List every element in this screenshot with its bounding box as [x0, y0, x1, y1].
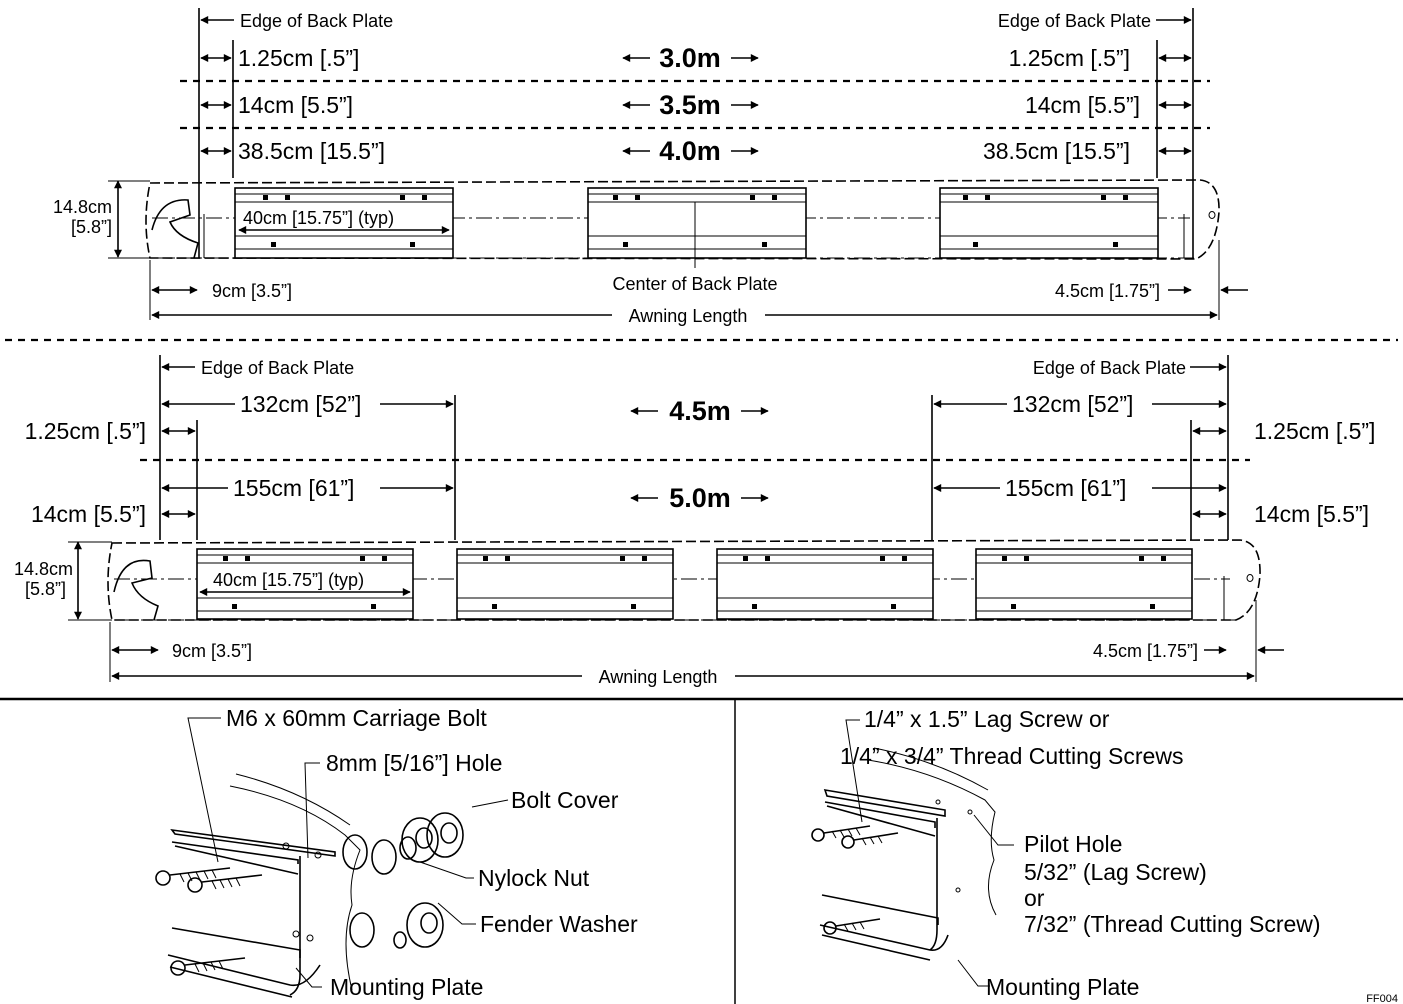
detail-left-bolt-mounting: M6 x 60mm Carriage Bolt 8mm [5/16”] Hole…: [155, 705, 638, 1000]
label-pilot-line3: or: [1024, 885, 1045, 911]
size-35m: 3.5m: [659, 90, 721, 120]
detail-right-screw-mounting: 1/4” x 1.5” Lag Screw or 1/4” x 3/4” Thr…: [811, 706, 1398, 1004]
typ-spacing-bottom: 40cm [15.75”] (typ): [213, 570, 364, 590]
label-mounting-plate-right: Mounting Plate: [986, 974, 1139, 1000]
edge-of-back-plate-label-bottom-left: Edge of Back Plate: [201, 358, 354, 378]
back-plate-bottom-3: [716, 548, 934, 620]
row-5m-left-inner: 155cm [61”]: [233, 475, 354, 501]
awning-length-bottom: Awning Length: [599, 667, 718, 687]
back-plate-top-center: [587, 187, 807, 268]
row-35m-right-offset: 14cm [5.5”]: [1025, 92, 1140, 118]
row-4m-left-offset: 38.5cm [15.5”]: [238, 138, 385, 164]
left-offset-bottom: 9cm [3.5”]: [172, 641, 252, 661]
right-offset-bottom: 4.5cm [1.75”]: [1093, 641, 1198, 661]
size-45m: 4.5m: [669, 396, 731, 426]
back-plate-bottom-4: [975, 548, 1193, 620]
row-45m-left-outer: 1.25cm [.5”]: [25, 418, 146, 444]
back-plate-top-left: [234, 187, 454, 259]
top-section: Edge of Back Plate Edge of Back Plate 1.…: [53, 8, 1248, 326]
height-top-in: [5.8”]: [71, 217, 112, 237]
label-nylock-nut: Nylock Nut: [478, 865, 590, 891]
row-35m-left-offset: 14cm [5.5”]: [238, 92, 353, 118]
height-bottom-in: [5.8”]: [25, 579, 66, 599]
height-top-cm: 14.8cm: [53, 197, 112, 217]
label-carriage-bolt: M6 x 60mm Carriage Bolt: [226, 705, 487, 731]
edge-of-back-plate-label-right: Edge of Back Plate: [998, 11, 1151, 31]
size-3m: 3.0m: [659, 43, 721, 73]
label-pilot-line2: 5/32” (Lag Screw): [1024, 859, 1207, 885]
size-5m: 5.0m: [669, 483, 731, 513]
row-45m-right-inner: 132cm [52”]: [1012, 391, 1133, 417]
row-5m-right-inner: 155cm [61”]: [1005, 475, 1126, 501]
label-fender-washer: Fender Washer: [480, 911, 638, 937]
size-4m: 4.0m: [659, 136, 721, 166]
row-5m-left-outer: 14cm [5.5”]: [31, 501, 146, 527]
right-offset-top: 4.5cm [1.75”]: [1055, 281, 1160, 301]
awning-length-top: Awning Length: [629, 306, 748, 326]
typ-spacing-top: 40cm [15.75”] (typ): [243, 208, 394, 228]
figure-code: FF004: [1366, 993, 1398, 1004]
edge-of-back-plate-label-left: Edge of Back Plate: [240, 11, 393, 31]
edge-of-back-plate-label-bottom-right: Edge of Back Plate: [1033, 358, 1186, 378]
back-plate-bottom-2: [456, 548, 674, 620]
label-pilot-line4: 7/32” (Thread Cutting Screw): [1024, 911, 1321, 937]
left-offset-top: 9cm [3.5”]: [212, 281, 292, 301]
label-pilot-line1: Pilot Hole: [1024, 831, 1122, 857]
back-plate-top-right: [939, 187, 1159, 259]
label-bolt-cover: Bolt Cover: [511, 787, 619, 813]
back-plate-bottom-1: [196, 548, 414, 620]
row-5m-right-outer: 14cm [5.5”]: [1254, 501, 1369, 527]
label-hole-size: 8mm [5/16”] Hole: [326, 750, 502, 776]
height-bottom-cm: 14.8cm: [14, 559, 73, 579]
row-45m-right-outer: 1.25cm [.5”]: [1254, 418, 1375, 444]
row-3m-right-offset: 1.25cm [.5”]: [1009, 45, 1130, 71]
label-mounting-plate-left: Mounting Plate: [330, 974, 483, 1000]
row-3m-left-offset: 1.25cm [.5”]: [238, 45, 359, 71]
label-screw-line2: 1/4” x 3/4” Thread Cutting Screws: [840, 743, 1183, 769]
row-4m-right-offset: 38.5cm [15.5”]: [983, 138, 1130, 164]
bottom-section: Edge of Back Plate Edge of Back Plate 13…: [14, 355, 1375, 687]
label-screw-line1: 1/4” x 1.5” Lag Screw or: [864, 706, 1110, 732]
row-45m-left-inner: 132cm [52”]: [240, 391, 361, 417]
center-of-back-plate-label: Center of Back Plate: [612, 274, 777, 294]
